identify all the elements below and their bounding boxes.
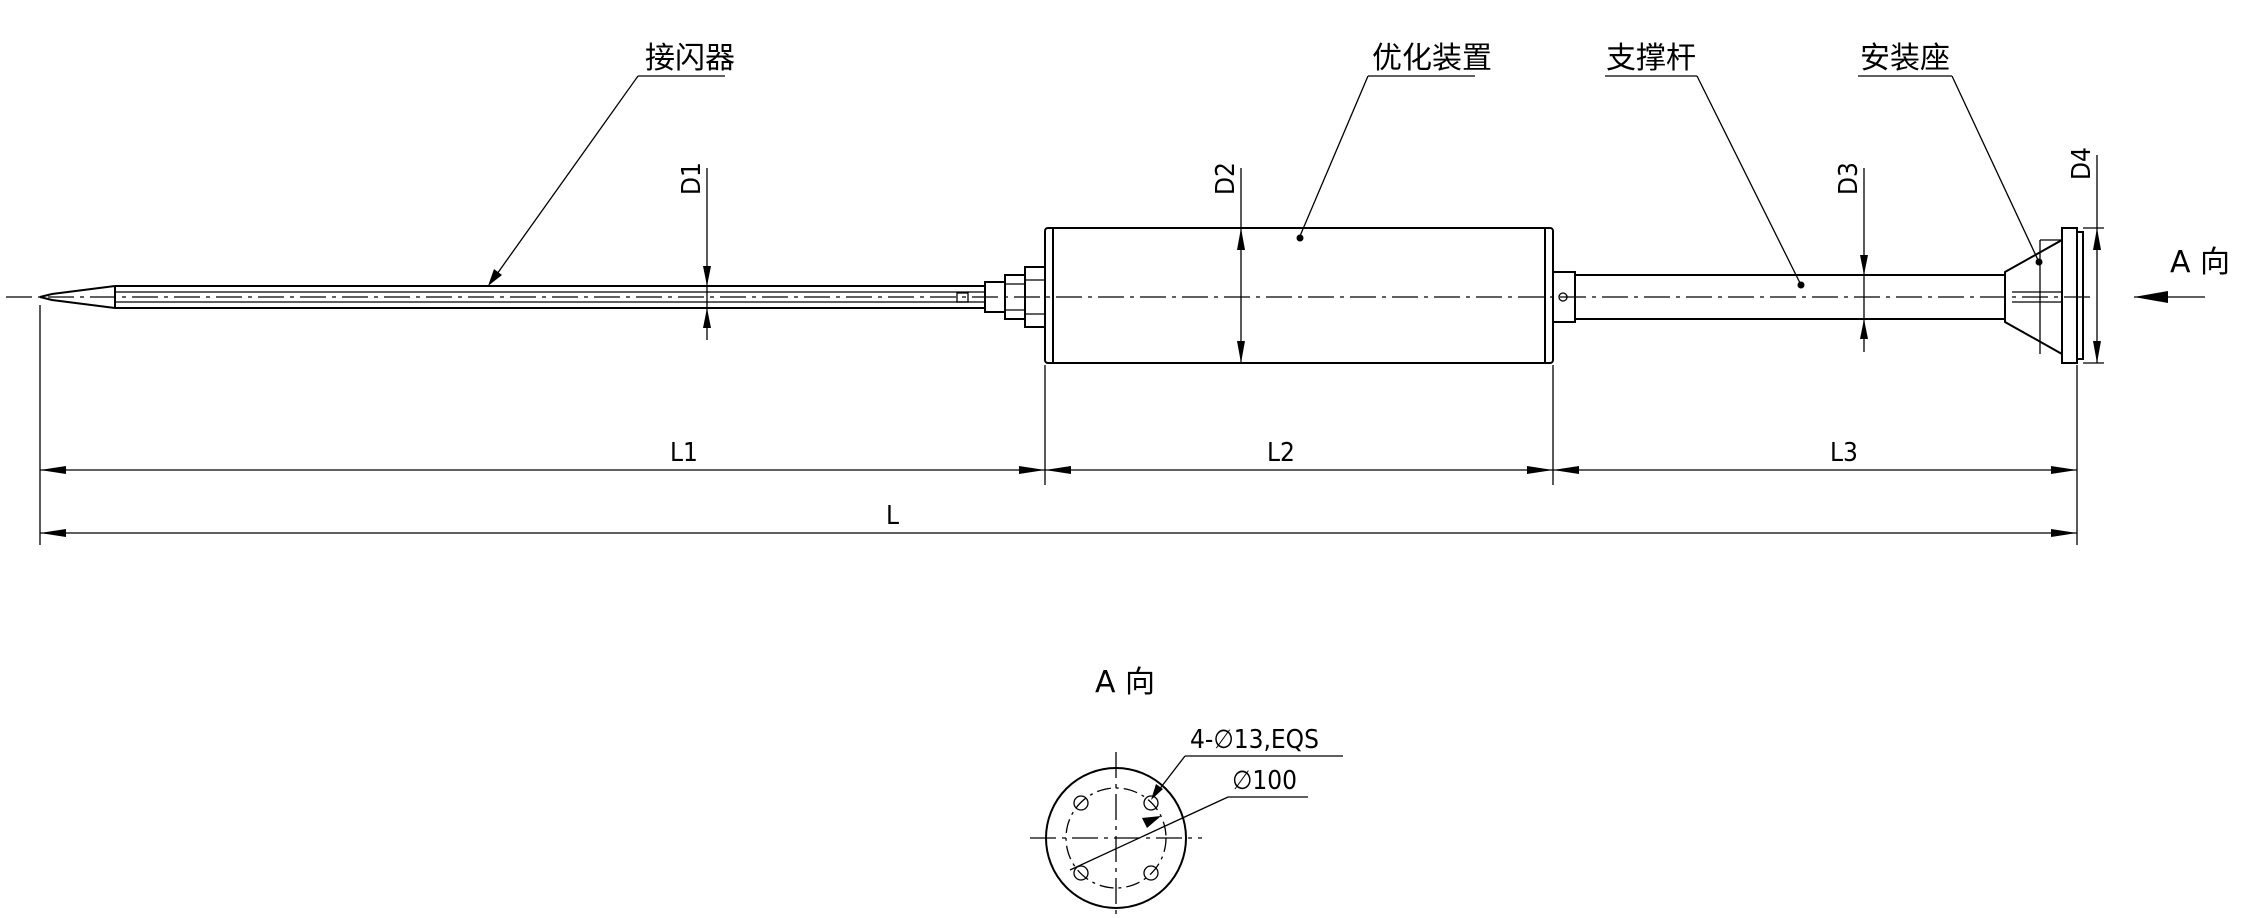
view-direction: A 向 (2134, 245, 2230, 303)
support-rod (1552, 271, 2005, 323)
dim-d2: D2 (1211, 162, 1245, 363)
callout-support-rod-label: 支撑杆 (1606, 41, 1696, 76)
callout-optimizer-label: 优化装置 (1372, 41, 1492, 76)
dim-d3-label: D3 (1834, 162, 1864, 195)
view-direction-label: A 向 (2170, 245, 2230, 280)
dim-l2: L2 (1045, 438, 1553, 474)
dim-l-label: L (886, 501, 899, 531)
optimizer-cylinder (1044, 227, 1568, 364)
callout-mount-base: 安装座 (1858, 41, 2043, 266)
dim-d3: D3 (1834, 162, 1868, 352)
callout-mount-base-label: 安装座 (1860, 41, 1950, 76)
dim-l1: L1 (40, 438, 1045, 474)
mounting-base (2004, 227, 2084, 364)
dim-d2-label: D2 (1211, 162, 1241, 195)
a-view-title: A 向 (1095, 665, 1155, 700)
a-view: A 向 4-∅13,EQS ∅100 (1030, 665, 1343, 918)
dim-l1-label: L1 (670, 438, 698, 468)
dim-d1-label: D1 (677, 162, 707, 195)
pcd-note: ∅100 (1232, 766, 1297, 796)
callout-support-rod: 支撑杆 (1605, 41, 1805, 289)
dim-d1: D1 (677, 162, 711, 340)
dim-l3-label: L3 (1830, 438, 1858, 468)
dim-l2-label: L2 (1267, 438, 1295, 468)
hole-note: 4-∅13,EQS (1190, 725, 1319, 755)
dim-d4: D4 (2067, 147, 2104, 364)
callout-optimizer: 优化装置 (1296, 41, 1492, 242)
dim-l3: L3 (1553, 438, 2077, 474)
callout-arrester: 接闪器 (488, 41, 735, 286)
dim-d4-label: D4 (2067, 147, 2097, 180)
dim-l: L (40, 501, 2077, 537)
callout-arrester-label: 接闪器 (645, 41, 735, 76)
